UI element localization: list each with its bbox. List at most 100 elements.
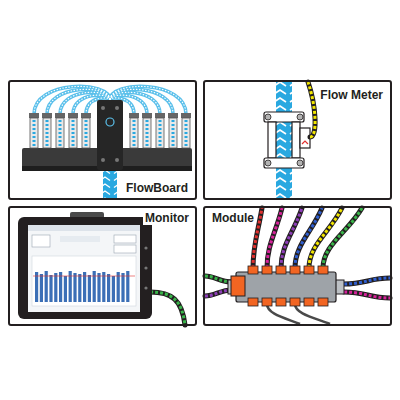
bar-chart [126, 271, 129, 302]
flow-tubes [142, 113, 152, 118]
flow-tubes [143, 118, 151, 148]
flow-tubes [85, 120, 88, 146]
monitor-art [18, 217, 152, 319]
bar-chart [40, 274, 43, 302]
flow-tubes [59, 120, 62, 146]
flowboard-art [115, 158, 119, 162]
bar-chart [45, 271, 48, 302]
flow-tubes [46, 120, 49, 146]
flow-meter-art [308, 82, 315, 137]
module-art [236, 272, 336, 302]
flow-tubes [156, 118, 164, 148]
flow-tubes [159, 120, 162, 146]
flow-tubes [30, 118, 38, 148]
flow-tubes [56, 118, 64, 148]
bar-chart [107, 274, 110, 302]
flow-tubes [72, 120, 75, 146]
connectors [318, 298, 328, 306]
bar-chart [102, 272, 105, 302]
flow-tubes [55, 113, 65, 148]
flow-meter-art [292, 122, 300, 158]
flow-tubes [42, 113, 52, 118]
connectors [304, 298, 314, 306]
connectors [290, 266, 300, 274]
flow-tubes [69, 118, 77, 148]
bar-chart [35, 271, 129, 302]
flow-tubes [168, 113, 178, 118]
flow-meter-art [264, 158, 304, 168]
bar-chart [54, 273, 57, 302]
flow-tubes [68, 113, 78, 148]
panel-box: FlowBoard [8, 80, 197, 200]
panel-label: FlowBoard [124, 181, 190, 195]
bar-chart [83, 272, 86, 302]
monitor-art [150, 292, 185, 325]
flow-tubes [29, 113, 39, 148]
module-art [281, 208, 302, 268]
connectors [318, 266, 328, 274]
flow-meter-art [302, 141, 308, 144]
flow-meter-art [297, 160, 303, 166]
flowboard-art [101, 158, 105, 162]
panel-label: Monitor [143, 211, 191, 225]
flow-tubes [129, 113, 139, 118]
monitor-art [144, 286, 147, 289]
module-art [323, 208, 362, 268]
connectors [304, 266, 314, 274]
connectors [248, 298, 258, 306]
connectors [262, 298, 272, 306]
monitor-art [32, 256, 136, 306]
flow-tubes [81, 113, 91, 148]
flow-tubes [33, 120, 36, 146]
flow-tubes [155, 113, 165, 118]
module-art [295, 304, 330, 324]
monitor-art [114, 245, 136, 253]
module-art [344, 278, 390, 284]
connectors [262, 266, 272, 274]
monitor-art [32, 235, 50, 247]
flow-tubes [42, 113, 52, 148]
monitor-art [18, 212, 185, 325]
flow-tubes [155, 113, 165, 148]
flow-meter-art [297, 114, 303, 120]
bar-chart [59, 272, 62, 302]
panel-box: Module [203, 206, 392, 326]
bar-chart [78, 274, 81, 302]
flow-tubes [130, 118, 138, 148]
bar-chart [121, 273, 124, 302]
monitor-art [150, 292, 185, 325]
module-art [323, 208, 362, 268]
bar-chart [97, 273, 100, 302]
connectors [276, 298, 286, 306]
bar-chart [112, 276, 115, 302]
monitor-art [28, 225, 140, 231]
bar-chart [117, 272, 120, 302]
bar-chart [93, 271, 96, 302]
flow-tubes [168, 113, 178, 148]
module-art [344, 292, 390, 298]
panel-box: Monitor [8, 206, 197, 326]
connectors [248, 266, 328, 306]
flow-meter-art [264, 112, 304, 122]
bar-chart [88, 275, 91, 302]
connectors [248, 266, 258, 274]
flow-tubes [182, 118, 190, 148]
flow-meter-art [265, 160, 271, 166]
bar-chart [35, 272, 38, 302]
monitor-art [28, 225, 140, 312]
flow-tubes [82, 118, 90, 148]
flow-tubes [43, 118, 51, 148]
flow-tubes [169, 118, 177, 148]
module-art [231, 276, 245, 296]
panel-label: Flow Meter [318, 88, 385, 102]
flow-tubes [172, 120, 175, 146]
flowboard-art [22, 86, 192, 198]
connectors [276, 266, 286, 274]
monitor-art [144, 246, 147, 249]
connectors [290, 298, 300, 306]
flow-meter-art [265, 114, 271, 120]
module-art [281, 208, 302, 268]
